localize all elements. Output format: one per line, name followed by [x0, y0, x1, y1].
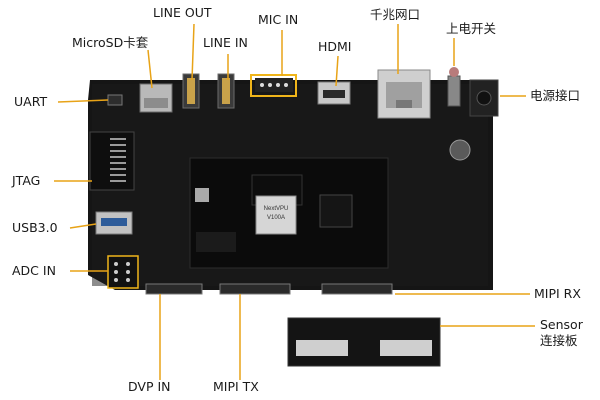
mipi-rx-connector	[321, 283, 393, 295]
chip-brand: NextVPU	[264, 206, 289, 212]
line-in-jack	[217, 73, 235, 109]
mipi-tx-connector	[219, 283, 291, 295]
label-dvp-in: DVP IN	[128, 379, 171, 394]
label-line-in: LINE IN	[203, 35, 248, 50]
label-power-jack: 电源接口	[530, 88, 581, 103]
mic-in-header	[250, 74, 297, 97]
uart-connector	[107, 94, 123, 106]
label-microsd: MicroSD卡套	[72, 35, 149, 50]
label-usb3: USB3.0	[12, 220, 58, 235]
label-mipi-tx: MIPI TX	[213, 379, 259, 394]
adc-header	[107, 255, 139, 289]
label-adc-in: ADC IN	[12, 263, 56, 278]
chip-model: V100A	[267, 215, 285, 221]
power-switch	[447, 67, 461, 107]
capacitor	[449, 139, 471, 161]
label-power-switch: 上电开关	[446, 21, 497, 36]
label-line-out: LINE OUT	[153, 5, 212, 20]
label-sensor-board: 连接板	[540, 333, 578, 348]
ethernet-port	[377, 69, 431, 119]
label-jtag: JTAG	[12, 173, 41, 188]
dvp-in-connector	[145, 283, 203, 295]
usb3-port	[95, 211, 133, 235]
label-mic-in: MIC IN	[258, 12, 299, 27]
hdmi-port	[317, 81, 351, 105]
label-sensor: Sensor	[540, 317, 583, 332]
label-mipi-rx: MIPI RX	[534, 286, 581, 301]
sensor-board	[287, 317, 441, 367]
line-out-jack	[182, 73, 200, 109]
label-gigabit-ethernet: 千兆网口	[370, 7, 421, 22]
core-module: NextVPU V100A	[189, 157, 389, 269]
power-jack	[469, 79, 499, 117]
label-hdmi: HDMI	[318, 39, 352, 54]
microsd-slot	[139, 83, 173, 113]
label-uart: UART	[14, 94, 48, 109]
jtag-connector	[89, 131, 135, 191]
leader-lines	[54, 23, 535, 380]
